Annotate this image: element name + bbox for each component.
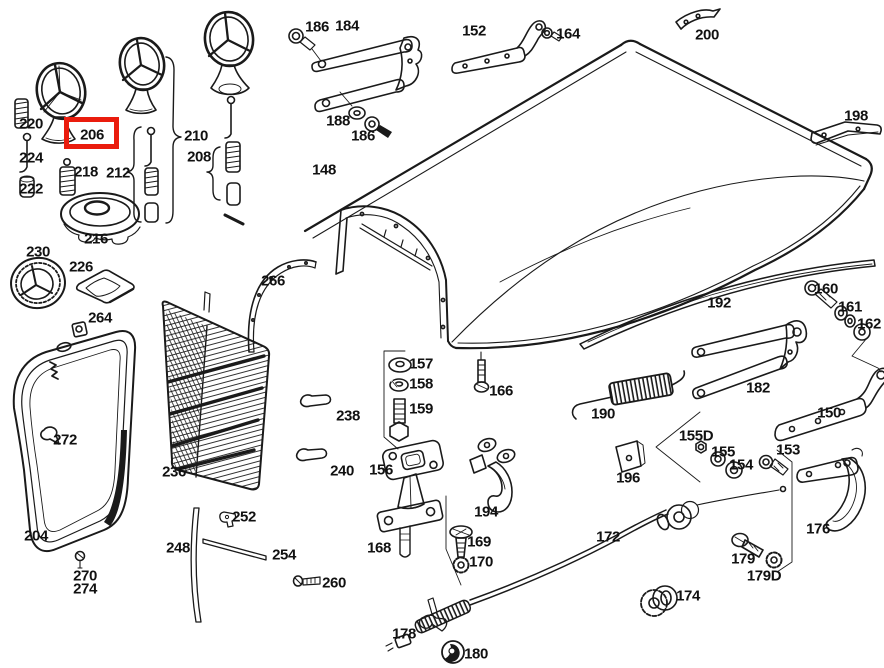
square-nut: [71, 321, 88, 338]
tension-spring: [571, 370, 686, 420]
trim-strip-254: [202, 538, 267, 561]
screw-169: [449, 525, 473, 558]
bolt-160: [804, 280, 838, 309]
hinge-bracket-150: [774, 367, 884, 442]
washer-154: [725, 461, 743, 479]
leader-bracket: [383, 350, 462, 586]
bolt-166: [473, 351, 490, 393]
safety-catch-hook: [469, 437, 516, 513]
corner-molding: [247, 259, 317, 353]
washer-188: [348, 106, 366, 120]
bracket-198: [810, 121, 882, 146]
star-emblem-icon: [203, 10, 255, 96]
pin-spring-sleeve-set: [144, 126, 159, 223]
pin-spring-sleeve-set: [223, 95, 245, 226]
spring-icon: [59, 158, 76, 196]
clip-272: [40, 426, 60, 445]
clip-252: [219, 511, 237, 528]
hood-panel: [303, 39, 873, 350]
wedge-block: [615, 440, 646, 473]
grille-shell: [12, 330, 137, 553]
release-cable: [385, 485, 787, 652]
star-washer-170: [452, 556, 470, 574]
bolt-186-lower: [364, 116, 392, 138]
brace-212: [126, 126, 142, 223]
screw-270: [74, 550, 86, 569]
grille-insert: [161, 291, 271, 491]
washer-162: [851, 323, 882, 373]
brace-210: [165, 56, 182, 224]
sleeve-icon: [19, 175, 35, 198]
bolt-153: [758, 454, 789, 476]
washers-161: [834, 305, 856, 328]
highlight-box-206[interactable]: [64, 117, 119, 149]
washer-157: [388, 357, 412, 373]
washer-155: [710, 451, 726, 467]
grommet-180: [441, 640, 465, 664]
nut-155d: [695, 440, 707, 454]
rubber-buffer: [295, 394, 332, 462]
star-washer-179d: [765, 551, 783, 569]
leader-lines: [655, 411, 793, 573]
release-handle-176: [796, 447, 866, 532]
pin-icon: [19, 132, 32, 173]
grommet-174: [640, 585, 678, 617]
screw-260: [292, 575, 321, 587]
bolt-159: [389, 398, 409, 442]
front-trim-strip: [579, 259, 876, 350]
lock-washer-158: [389, 378, 409, 392]
bracket-200: [675, 8, 721, 30]
bolt-186-upper: [288, 28, 316, 51]
star-emblem-icon: [118, 36, 166, 115]
hinge-bracket-152: [451, 20, 547, 74]
hinge-arms-182: [691, 320, 808, 400]
trim-strip-248: [190, 507, 202, 623]
round-badge: [10, 256, 66, 310]
hood-striker-168: [376, 473, 444, 558]
screw-164: [541, 27, 563, 42]
brace-208: [206, 146, 221, 201]
screw-179: [731, 532, 764, 558]
hinge-arm-assembly: [311, 35, 423, 113]
cable-clip-178: [418, 597, 448, 632]
spring-icon: [14, 98, 29, 129]
gasket: [75, 269, 135, 304]
radiator-cap: [60, 192, 141, 245]
